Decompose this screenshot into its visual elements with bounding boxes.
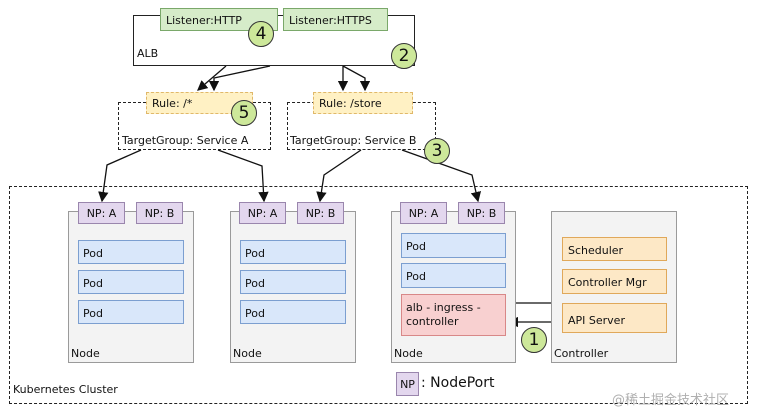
controller-mgr: Controller Mgr	[562, 269, 667, 294]
target-group-a-label: TargetGroup: Service A	[122, 134, 249, 147]
target-group-b-label: TargetGroup: Service B	[290, 134, 417, 147]
node-3-pod-1: Pod	[401, 233, 506, 258]
alb-controller-line-1: alb - ingress -	[406, 301, 481, 314]
arrow-alb-to-rule-a-1	[197, 65, 227, 91]
node-1-np-a: NP: A	[78, 202, 125, 224]
node-3-np-a: NP: A	[400, 202, 447, 224]
badge-3: 3	[424, 138, 450, 164]
node-3-pod-2: Pod	[401, 263, 506, 288]
node-1-label: Node	[71, 347, 100, 360]
controller-label: Controller	[554, 347, 609, 360]
legend-np-text: : NodePort	[421, 375, 495, 391]
node-2-pod-1: Pod	[240, 240, 346, 264]
node-2-np-b: NP: B	[297, 202, 344, 224]
badge-5: 5	[231, 100, 257, 126]
arrow-tg-b-to-node2	[316, 149, 362, 203]
alb-controller-line-2: controller	[406, 314, 459, 328]
node-2-np-a: NP: A	[239, 202, 286, 224]
badge-2: 2	[391, 43, 417, 69]
node-3-np-b: NP: B	[458, 202, 505, 224]
arrow-alb-to-rule-a-2	[208, 65, 271, 92]
api-server: API Server	[562, 303, 667, 333]
watermark: @稀土掘金技术社区	[612, 393, 730, 408]
node-2-label: Node	[233, 347, 262, 360]
node-1-pod-1: Pod	[78, 240, 184, 264]
badge-1: 1	[521, 327, 547, 353]
kubernetes-cluster	[9, 186, 748, 404]
node-1-pod-2: Pod	[78, 270, 184, 294]
rule-a: Rule: /*	[146, 92, 253, 114]
listener-http: Listener:HTTP	[160, 8, 278, 31]
arrow-tg-a-to-node1	[98, 149, 142, 203]
cluster-label: Kubernetes Cluster	[13, 383, 118, 396]
scheduler: Scheduler	[562, 237, 667, 261]
node-2-pod-3: Pod	[240, 300, 346, 324]
arrow-tg-a-to-node2	[217, 149, 269, 203]
node-2-pod-2: Pod	[240, 270, 346, 294]
node-1-pod-3: Pod	[78, 300, 184, 324]
rule-b: Rule: /store	[313, 92, 413, 114]
arrow-alb-to-rule-b-2	[342, 65, 371, 92]
alb-label: ALB	[137, 47, 159, 60]
node-3-label: Node	[394, 347, 423, 360]
legend-np-swatch: NP	[396, 372, 419, 396]
node-1-np-b: NP: B	[136, 202, 183, 224]
alb-ingress-controller: alb - ingress - controller	[401, 294, 506, 336]
badge-4: 4	[248, 21, 274, 47]
listener-https: Listener:HTTPS	[283, 8, 388, 31]
